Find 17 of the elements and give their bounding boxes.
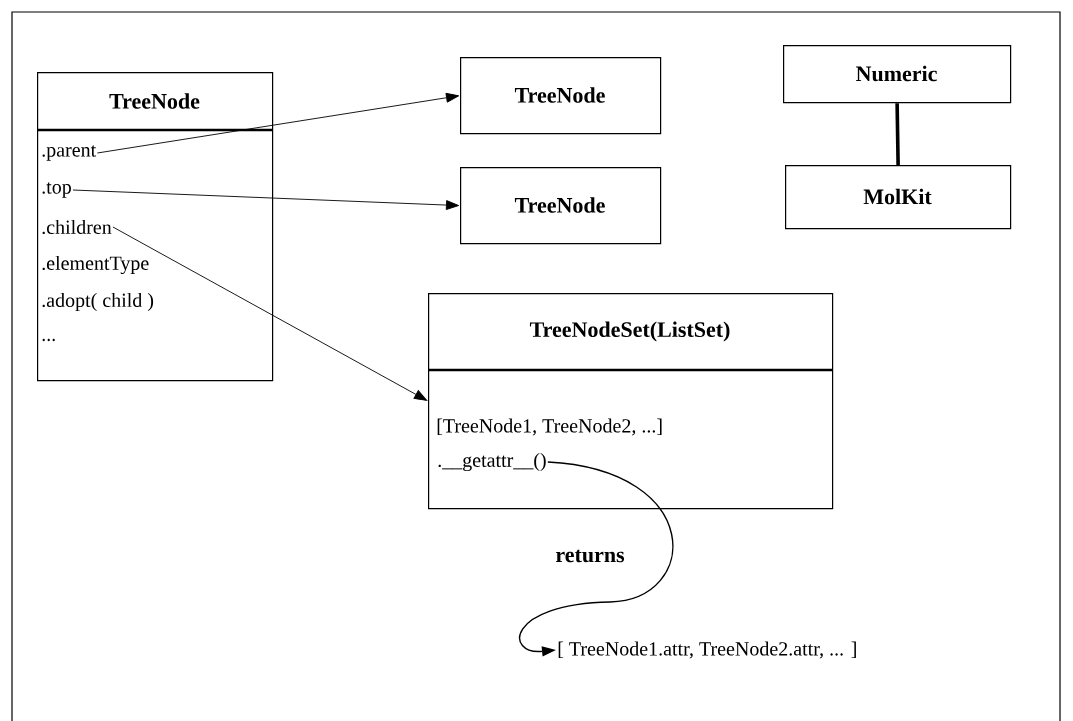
class-box: TreeNode [460,167,662,245]
attribute-text: .children [42,219,112,235]
attribute-text: .elementType [42,255,149,275]
attribute-text: [ TreeNode1.attr, TreeNode2.attr, ... ] [558,641,856,659]
class-box: MolKit [785,165,1012,230]
class-box: TreeNode [460,57,662,135]
arrow [519,461,674,657]
edge-label: returns [556,549,625,563]
arrow [96,92,460,154]
arrow [72,189,460,210]
class-box: Numeric [783,45,1012,104]
arrow [112,226,428,401]
attribute-text: .__getattr__() [438,452,546,472]
attribute-text: .top [42,182,71,198]
attribute-text: .adopt( child ) [42,292,154,312]
attribute-text: ... [42,338,55,342]
attribute-text: .parent [42,145,97,161]
